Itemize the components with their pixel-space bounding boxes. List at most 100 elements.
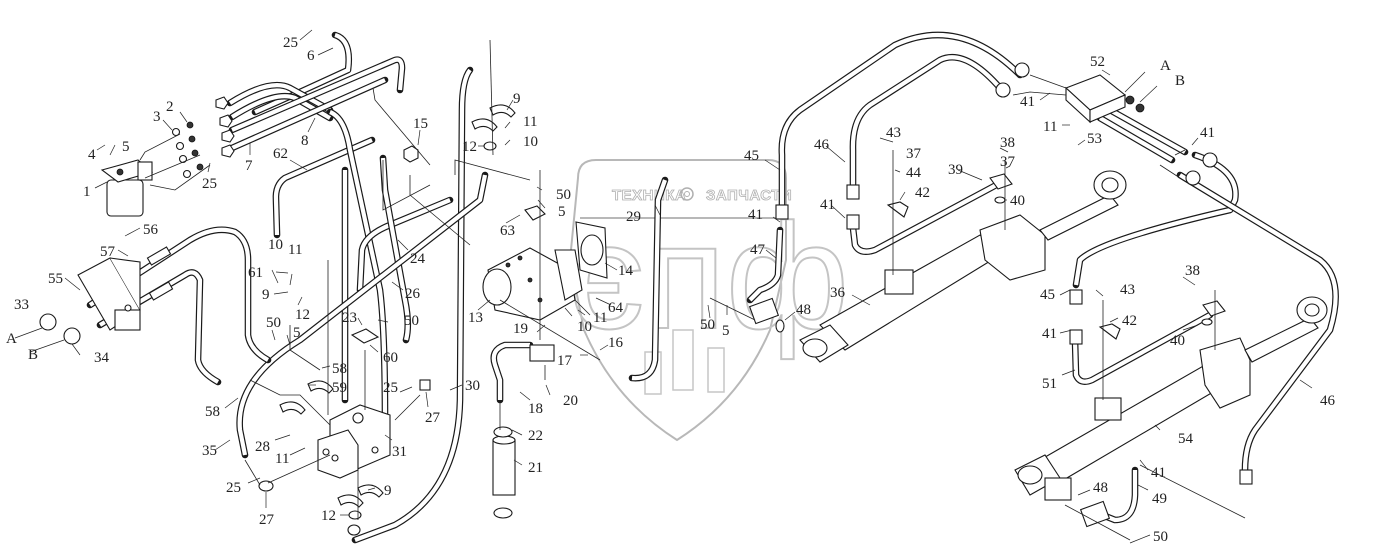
callout-58: 58: [205, 404, 220, 420]
callout-25: 25: [383, 380, 398, 396]
bracket-42-right: [1098, 323, 1121, 340]
o-ring-40-left: [994, 196, 1006, 204]
callout-4: 4: [88, 147, 96, 163]
watermark-text-right: ЗАПЧАСТИ: [706, 187, 792, 204]
callout-27: 27: [425, 410, 441, 426]
callout-42: 42: [1122, 313, 1137, 329]
callout-33: 33: [14, 297, 29, 313]
tee-27-upper: [419, 379, 431, 391]
callout-41: 41: [748, 207, 763, 223]
callout-40: 40: [1170, 333, 1185, 349]
pipes: [86, 31, 1339, 544]
nut-34: [63, 327, 81, 345]
callout-41: 41: [1151, 465, 1166, 481]
callout-1: 1: [83, 184, 91, 200]
callout-16: 16: [608, 335, 624, 351]
watermark-text-left: ТЕХНИКА: [612, 187, 686, 204]
callout-36: 36: [830, 285, 846, 301]
callout-9: 9: [384, 483, 392, 499]
pipe-46-upper: [778, 31, 1024, 209]
callout-50: 50: [266, 315, 281, 331]
callout-12: 12: [462, 139, 477, 155]
pump-13: [482, 247, 583, 321]
callout-9: 9: [513, 91, 521, 107]
fitting-41-right: [1069, 329, 1083, 345]
fitting-45: [775, 204, 789, 220]
port-label-b-right: B: [1175, 73, 1185, 89]
callout-50: 50: [404, 313, 419, 329]
callout-35: 35: [202, 443, 217, 459]
steering-cylinder-36: [799, 170, 1127, 363]
callout-61: 61: [248, 265, 263, 281]
nut-top-right-b: [995, 82, 1011, 98]
callout-39: 39: [948, 162, 963, 178]
watermark-big-letters: єпф: [568, 192, 849, 360]
callout-52: 52: [1090, 54, 1105, 70]
callout-45: 45: [744, 148, 759, 164]
callout-5: 5: [558, 204, 566, 220]
callout-53: 53: [1087, 131, 1102, 147]
callout-38: 38: [1000, 135, 1015, 151]
callout-59: 59: [332, 380, 347, 396]
callout-11: 11: [275, 451, 289, 467]
callout-14: 14: [618, 263, 634, 279]
clamp-51: [1202, 300, 1226, 317]
callout-10: 10: [577, 319, 592, 335]
clamp-39: [989, 173, 1013, 190]
callout-25: 25: [283, 35, 298, 51]
callout-5: 5: [293, 325, 301, 341]
steering-cylinder-54: [1014, 296, 1328, 501]
callout-37: 37: [1000, 154, 1016, 170]
clamp-9-top: [489, 104, 516, 118]
callout-24: 24: [410, 251, 426, 267]
callout-20: 20: [563, 393, 578, 409]
callout-11: 11: [1043, 119, 1057, 135]
callout-34: 34: [94, 350, 110, 366]
callout-43: 43: [886, 125, 901, 141]
callout-27: 27: [259, 512, 275, 528]
flange-60: [350, 328, 380, 344]
callout-7: 7: [245, 158, 253, 174]
tee-27-lower: [258, 480, 274, 492]
flange-47: [748, 297, 780, 325]
callout-31: 31: [392, 444, 407, 460]
nut-top-right-a: [1014, 62, 1030, 78]
block-19: [529, 344, 555, 362]
block-52: [1064, 74, 1145, 124]
callout-25: 25: [202, 176, 217, 192]
parts: [39, 62, 1328, 536]
fittings-group-left: [171, 96, 235, 179]
leader-lines: [14, 29, 1313, 544]
bracket-42-left: [886, 201, 909, 218]
callout-51: 51: [1042, 376, 1057, 392]
callout-13: 13: [468, 310, 483, 326]
callout-5: 5: [722, 323, 730, 339]
fitting-45-right: [1069, 289, 1083, 305]
callout-41: 41: [1020, 94, 1035, 110]
callout-2: 2: [166, 99, 174, 115]
callout-10: 10: [268, 237, 283, 253]
callout-6: 6: [307, 48, 315, 64]
watermark-shield: [568, 159, 787, 442]
clamp-9-bottom: [357, 484, 384, 498]
callout-58: 58: [332, 361, 347, 377]
callout-8: 8: [301, 133, 309, 149]
callout-64: 64: [608, 300, 624, 316]
callout-55: 55: [48, 271, 63, 287]
control-valve-31: [317, 404, 391, 479]
assembly-lines: [139, 39, 1246, 541]
callout-41: 41: [820, 197, 835, 213]
nut-right-a: [1202, 152, 1218, 168]
fitting-46-right: [1239, 469, 1253, 485]
callout-25: 25: [226, 480, 241, 496]
nut-33: [39, 313, 57, 331]
port-label-a-right: A: [1160, 58, 1171, 74]
callout-50: 50: [556, 187, 571, 203]
callout-63: 63: [500, 223, 515, 239]
springs: [146, 246, 174, 301]
callout-56: 56: [143, 222, 159, 238]
gear-icon: [680, 187, 694, 201]
callout-46: 46: [814, 137, 830, 153]
sensor-15: [403, 145, 419, 163]
